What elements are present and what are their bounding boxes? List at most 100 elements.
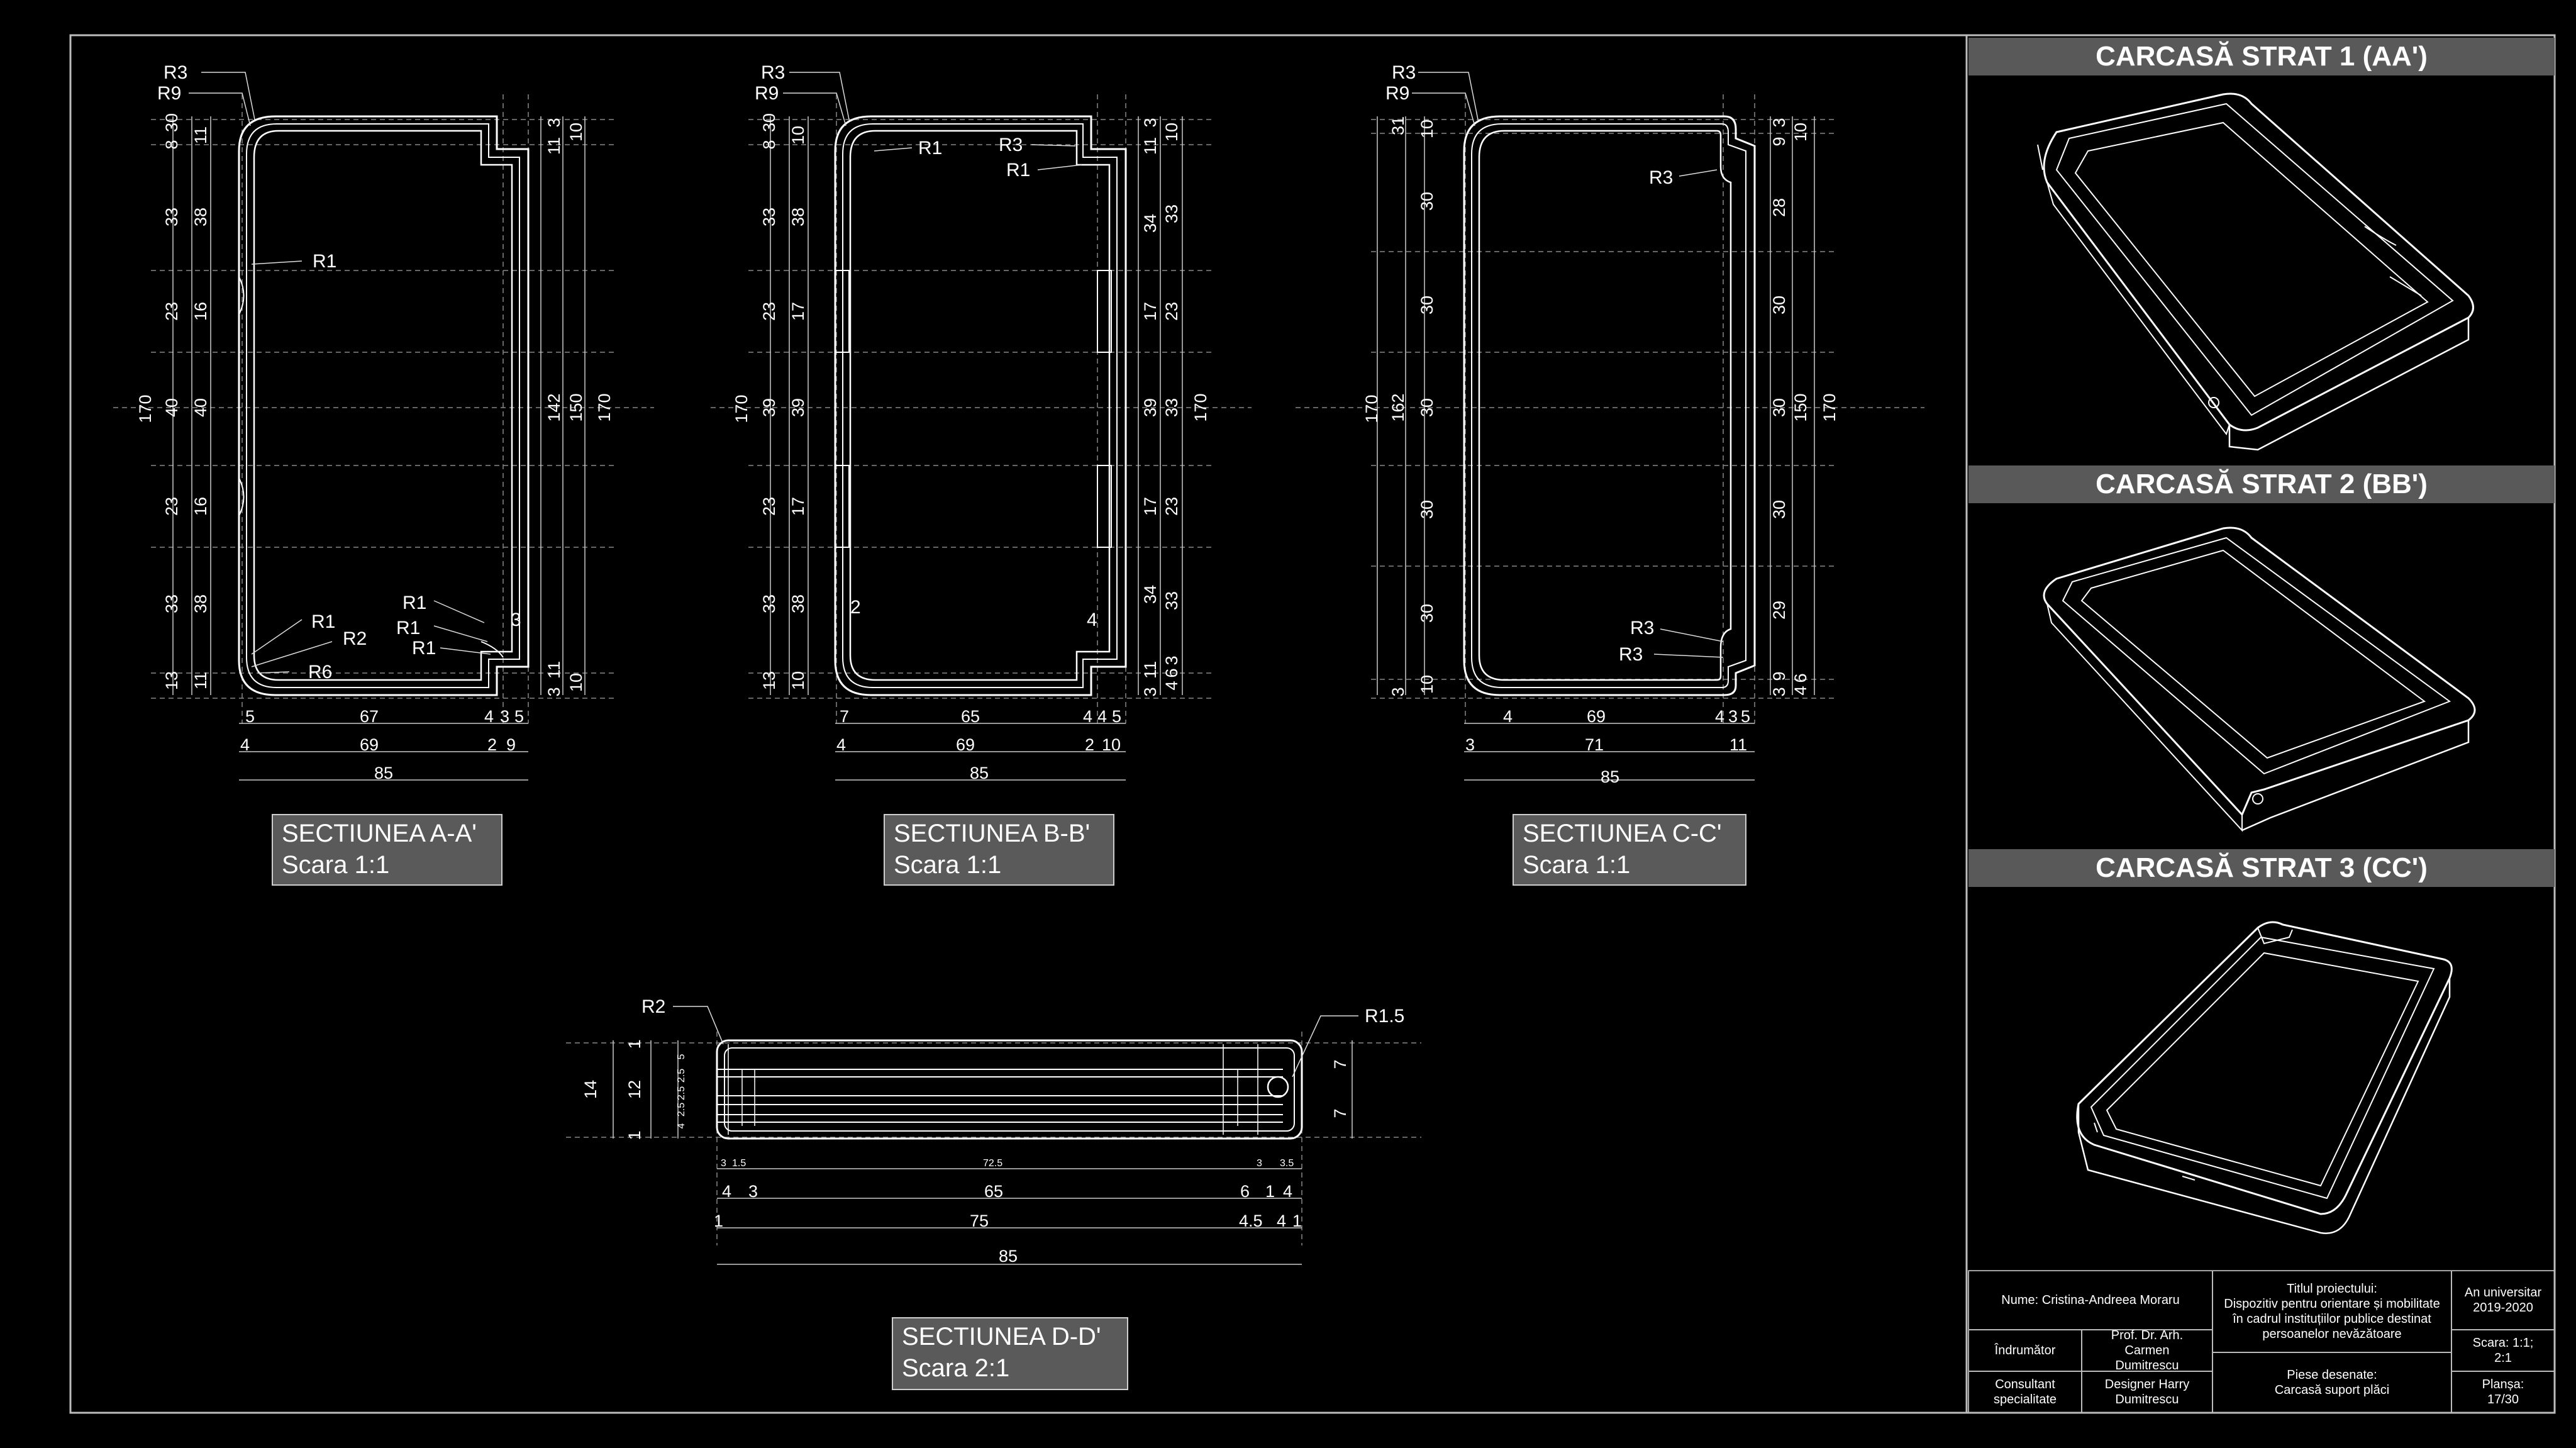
- aa-callout-r1: R1: [396, 618, 420, 638]
- aa-right-total: 170: [595, 393, 614, 421]
- dd-row3-dim: 4.5: [1239, 1211, 1263, 1230]
- panel-header-layer2: CARCASĂ STRAT 2 (BB'): [1968, 465, 2555, 503]
- cc-inner-dim: 10: [1418, 675, 1436, 694]
- dd-left-dim: 1: [625, 1039, 644, 1049]
- bb-bottom-dim: 4: [1083, 707, 1092, 726]
- aa-bottom-dim: 3: [500, 707, 509, 726]
- aa-callout-r1: R1: [311, 611, 335, 632]
- bb-left-dim: 23: [760, 497, 779, 516]
- dd-row2-dim: 6: [1240, 1182, 1250, 1201]
- bb-left-dim: 8: [760, 140, 779, 149]
- dd-row3-dim: 75: [970, 1211, 989, 1230]
- tb-consultant-text: Designer Harry Dumitrescu: [2104, 1378, 2190, 1406]
- section-bb-drawing: [711, 72, 1252, 781]
- tb-drawings: Piese desenate: Carcasă suport plăci: [2212, 1352, 2451, 1413]
- aa-bottom-dim: 5: [245, 707, 255, 726]
- cc-left-dim: 30: [1418, 500, 1436, 519]
- section-aa-dims: 170 8 30 33 23 40 23 33 13 11 38 16 40 1…: [136, 62, 614, 782]
- dd-row2-dim: 4: [722, 1182, 731, 1201]
- cc-bottom-dim: 4: [1503, 707, 1513, 726]
- dd-row4-total: 85: [999, 1247, 1018, 1266]
- dd-row3-dim: 4: [1277, 1211, 1286, 1230]
- bb-bottom-dim: 69: [956, 735, 975, 754]
- bb-right-dim: 6: [1162, 668, 1181, 677]
- cc-left-dim: 31: [1389, 116, 1407, 135]
- aa-inner-dim: 38: [191, 594, 210, 613]
- aa-inner-dim: 16: [191, 302, 210, 321]
- cc-callout-r3: R3: [1392, 62, 1416, 83]
- section-bb-label: SECTIUNEA B-B' Scara 1:1: [884, 814, 1114, 886]
- aa-left-dim: 8: [162, 140, 181, 149]
- aa-callout-r2: R2: [343, 628, 367, 649]
- bb-callout-r9: R9: [755, 83, 779, 104]
- tb-sheet-label: Planșa:: [2482, 1378, 2524, 1391]
- tb-name-text: Nume: Cristina-Andreea Moraru: [2001, 1293, 2180, 1307]
- tb-sheet-value: 17/30: [2487, 1393, 2519, 1406]
- cc-bottom-dim: 3: [1465, 735, 1475, 754]
- bb-bottom-dim: 4: [836, 735, 846, 754]
- cc-bottom-dim: 3: [1728, 707, 1738, 726]
- aa-bottom-dim: 69: [360, 735, 379, 754]
- bb-bottom-dim: 4: [1097, 707, 1107, 726]
- aa-callout-r1: R1: [313, 251, 336, 272]
- cc-right-dim: 30: [1770, 296, 1789, 315]
- bb-right-total: 170: [1191, 393, 1210, 421]
- bb-left-dim: 33: [760, 594, 779, 613]
- aa-callout-r3: R3: [164, 62, 187, 83]
- dd-left-dim: 12: [625, 1080, 644, 1099]
- bb-right-dim: 34: [1141, 585, 1160, 604]
- dd-row2-dim: 1: [1265, 1182, 1275, 1201]
- bb-right-dim: 3: [1162, 655, 1181, 665]
- cc-callout-r9: R9: [1385, 83, 1409, 104]
- dd-callout-r15: R1.5: [1365, 1006, 1404, 1027]
- bb-bottom-dim: 2: [1085, 735, 1094, 754]
- iso-view-layer3: [2076, 921, 2453, 1234]
- aa-right-dim: 11: [545, 137, 564, 155]
- bb-bottom-dim: 65: [961, 707, 980, 726]
- panel-header-layer1: CARCASĂ STRAT 1 (AA'): [1968, 38, 2555, 75]
- tb-coordinator-label-text: Îndrumător: [1994, 1344, 2056, 1357]
- bb-right-dim: 39: [1141, 398, 1160, 417]
- bb-right-dim: 3: [1141, 118, 1160, 127]
- bb-inner-dim: 39: [789, 398, 808, 417]
- section-bb-title: SECTIUNEA B-B': [894, 820, 1091, 847]
- section-dd-dims: 14 1 12 1 7 7 5 2.5 2.5 4 2.5 3 1.5 72.5…: [581, 996, 1404, 1266]
- section-dd-title: SECTIUNEA D-D': [902, 1323, 1101, 1351]
- tb-consultant: Designer Harry Dumitrescu: [2082, 1371, 2212, 1413]
- bb-inner-dim: 38: [789, 208, 808, 226]
- panel-header-layer3: CARCASĂ STRAT 3 (CC'): [1968, 849, 2555, 887]
- aa-right-dim: 10: [567, 673, 586, 692]
- cc-right-dim: 3: [1770, 118, 1789, 127]
- aa-inner-dim: 16: [191, 497, 210, 516]
- section-cc-title: SECTIUNEA C-C': [1523, 820, 1722, 847]
- cc-callout-r3: R3: [1619, 644, 1643, 665]
- tb-scale: Scara: 1:1; 2:1: [2451, 1330, 2555, 1371]
- dd-small-dim: 2.5: [676, 1086, 687, 1100]
- dd-right-dim: 7: [1331, 1059, 1350, 1069]
- bb-right-dim: 11: [1141, 661, 1160, 679]
- tb-coordinator-label: Îndrumător: [1968, 1330, 2082, 1371]
- tb-project-label: Titlul proiectului:: [2287, 1282, 2377, 1296]
- bb-right-dim: 11: [1141, 137, 1160, 155]
- cc-left-dim: 3: [1389, 687, 1407, 696]
- tb-project-title: Dispozitiv pentru orientare și mobilitat…: [2224, 1297, 2440, 1341]
- bb-right-dim: 33: [1162, 591, 1181, 610]
- dd-row1-dim: 72.5: [983, 1158, 1002, 1169]
- cc-left-dim: 30: [1418, 296, 1436, 315]
- cc-bottom-dim: 4: [1715, 707, 1724, 726]
- iso-view-layer2: [2043, 526, 2476, 832]
- aa-left-dim: 30: [162, 113, 181, 132]
- section-cc-drawing: [1296, 72, 1924, 781]
- aa-bottom-dim: 4: [240, 735, 250, 754]
- cc-right-dim: 30: [1770, 398, 1789, 417]
- bb-right-dim: 17: [1141, 497, 1160, 516]
- dd-left-dim: 1: [625, 1130, 644, 1140]
- bb-right-dim: 34: [1141, 214, 1160, 233]
- bb-bottom-total: 85: [970, 764, 989, 782]
- bb-right-dim: 17: [1141, 302, 1160, 321]
- tb-name: Nume: Cristina-Andreea Moraru: [1968, 1271, 2212, 1330]
- dd-small-dim: 2.5: [676, 1069, 687, 1083]
- dd-right-dim: 7: [1331, 1108, 1350, 1118]
- section-bb-scale: Scara 1:1: [894, 851, 1002, 879]
